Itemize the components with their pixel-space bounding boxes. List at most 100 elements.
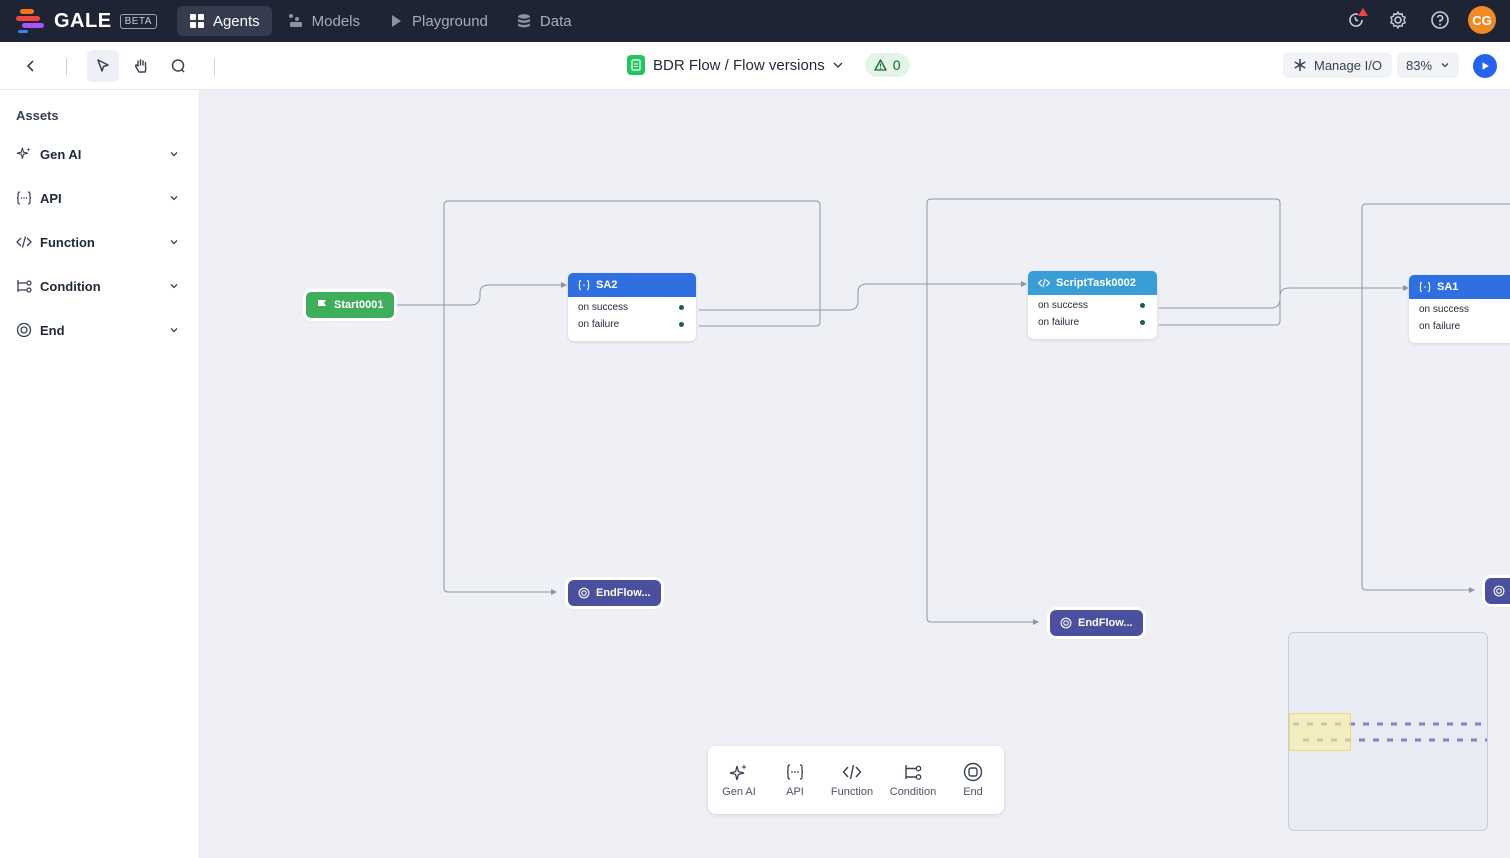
palette-end[interactable]: End xyxy=(945,762,1001,798)
flow-canvas[interactable]: Start0001 SA2 on success on failure Scri… xyxy=(201,90,1510,858)
success-port[interactable]: on success xyxy=(568,299,696,316)
chevron-down-icon xyxy=(1441,63,1449,68)
nav-tab-playground[interactable]: Playground xyxy=(376,6,500,36)
palette-label: Gen AI xyxy=(722,786,756,798)
nav-tab-agents[interactable]: Agents xyxy=(176,6,272,36)
failure-port[interactable]: on failure xyxy=(568,316,696,333)
end-flow-node[interactable]: EndFlow... xyxy=(1050,610,1143,636)
end-icon xyxy=(578,587,590,599)
run-flow-button[interactable] xyxy=(1473,54,1497,78)
asset-function[interactable]: Function xyxy=(16,230,186,254)
pan-tool-button[interactable] xyxy=(125,50,157,82)
database-icon xyxy=(517,14,530,28)
edge-script-success-to-sa1 xyxy=(1159,287,1403,309)
minimap-viewport[interactable] xyxy=(1289,713,1351,751)
palette-label: Function xyxy=(830,786,874,798)
palette-function[interactable]: Function xyxy=(824,762,880,798)
user-avatar[interactable]: CG xyxy=(1468,6,1496,34)
port-dot[interactable] xyxy=(1140,320,1145,325)
edge-sa1-failure-to-end xyxy=(1361,203,1510,591)
flow-selector[interactable]: BDR Flow / Flow versions 0 xyxy=(627,53,910,77)
comment-icon xyxy=(171,59,185,73)
node-title: ScriptTask0002 xyxy=(1056,277,1136,289)
flow-node-sa2[interactable]: SA2 on success on failure xyxy=(568,273,696,341)
nav-tab-models[interactable]: Models xyxy=(276,6,372,36)
back-button[interactable] xyxy=(15,50,47,82)
node-header[interactable]: SA2 xyxy=(568,273,696,297)
asset-label: Function xyxy=(40,234,95,250)
asset-label: Condition xyxy=(40,278,101,294)
nav-tab-data[interactable]: Data xyxy=(504,6,584,36)
port-dot[interactable] xyxy=(679,322,684,327)
flow-node-scripttask0002[interactable]: ScriptTask0002 on success on failure xyxy=(1028,271,1157,339)
node-title: SA2 xyxy=(596,279,618,291)
api-braces-icon xyxy=(578,279,590,291)
manage-io-button[interactable]: Manage I/O xyxy=(1283,52,1392,78)
chevron-down-icon xyxy=(170,284,178,289)
start-node-label: Start0001 xyxy=(334,299,384,311)
chevron-down-icon xyxy=(170,196,178,201)
asset-api[interactable]: API xyxy=(16,186,186,210)
edge-start-to-sa2 xyxy=(397,284,561,306)
chevron-down-icon xyxy=(833,62,843,69)
asset-label: End xyxy=(40,322,65,338)
settings-button[interactable] xyxy=(1384,6,1412,34)
app-logo[interactable]: GALE BETA xyxy=(16,9,157,33)
select-tool-button[interactable] xyxy=(87,50,119,82)
success-label: on success xyxy=(1038,300,1089,311)
beta-badge: BETA xyxy=(119,13,157,29)
alert-indicator-icon xyxy=(1358,8,1368,16)
pointer-icon xyxy=(97,59,109,72)
nav-tab-label: Agents xyxy=(212,12,260,30)
failure-port[interactable]: on failure xyxy=(1409,318,1510,335)
node-palette: Gen AI API Function Condition End xyxy=(708,746,1004,814)
play-icon xyxy=(1482,62,1489,70)
nav-tab-label: Data xyxy=(539,12,572,30)
help-button[interactable] xyxy=(1426,6,1454,34)
grid-icon xyxy=(189,14,204,28)
zoom-select[interactable]: 83% xyxy=(1397,52,1459,78)
comment-tool-button[interactable] xyxy=(162,50,194,82)
asset-end[interactable]: End xyxy=(16,318,186,342)
flow-title: BDR Flow / Flow versions xyxy=(653,56,825,74)
palette-api[interactable]: API xyxy=(767,762,823,798)
success-port[interactable]: on success xyxy=(1028,297,1157,314)
gear-icon xyxy=(1389,10,1407,30)
port-dot[interactable] xyxy=(679,305,684,310)
palette-gen-ai[interactable]: Gen AI xyxy=(711,762,767,798)
condition-icon xyxy=(16,278,32,294)
warning-triangle-icon xyxy=(874,59,887,71)
edge-script-failure-to-end xyxy=(926,198,1281,623)
refresh-alert-icon xyxy=(1349,13,1363,27)
failure-port[interactable]: on failure xyxy=(1028,314,1157,331)
updates-button[interactable] xyxy=(1342,6,1370,34)
palette-condition[interactable]: Condition xyxy=(885,762,941,798)
sparkle-icon xyxy=(16,146,32,162)
api-braces-icon xyxy=(786,764,804,780)
palette-label: Condition xyxy=(889,786,937,798)
node-header[interactable]: ScriptTask0002 xyxy=(1028,271,1157,295)
asset-gen-ai[interactable]: Gen AI xyxy=(16,142,186,166)
palette-label: End xyxy=(963,786,983,798)
node-header[interactable]: SA1 xyxy=(1409,275,1510,299)
asset-condition[interactable]: Condition xyxy=(16,274,186,298)
end-icon xyxy=(1060,617,1072,629)
flag-icon xyxy=(318,300,326,310)
success-port[interactable]: on success xyxy=(1409,301,1510,318)
end-node-label: EndFlow... xyxy=(596,587,651,599)
manage-io-label: Manage I/O xyxy=(1314,57,1382,73)
top-navigation-bar: GALE BETA Agents Models Playground Data xyxy=(0,0,1510,42)
failure-label: on failure xyxy=(578,319,620,330)
port-dot[interactable] xyxy=(1140,303,1145,308)
assets-title: Assets xyxy=(16,108,59,123)
canvas-minimap[interactable] xyxy=(1288,632,1488,831)
help-circle-icon xyxy=(1431,11,1449,29)
models-icon xyxy=(288,14,302,27)
warning-count: 0 xyxy=(892,57,901,73)
end-flow-node[interactable]: EndFlow... xyxy=(568,580,661,606)
start-node[interactable]: Start0001 xyxy=(306,292,394,318)
chevron-down-icon xyxy=(170,240,178,245)
warnings-badge[interactable]: 0 xyxy=(864,53,910,77)
flow-node-sa1[interactable]: SA1 on success on failure xyxy=(1409,275,1510,343)
end-flow-node-offscreen[interactable] xyxy=(1485,578,1510,604)
